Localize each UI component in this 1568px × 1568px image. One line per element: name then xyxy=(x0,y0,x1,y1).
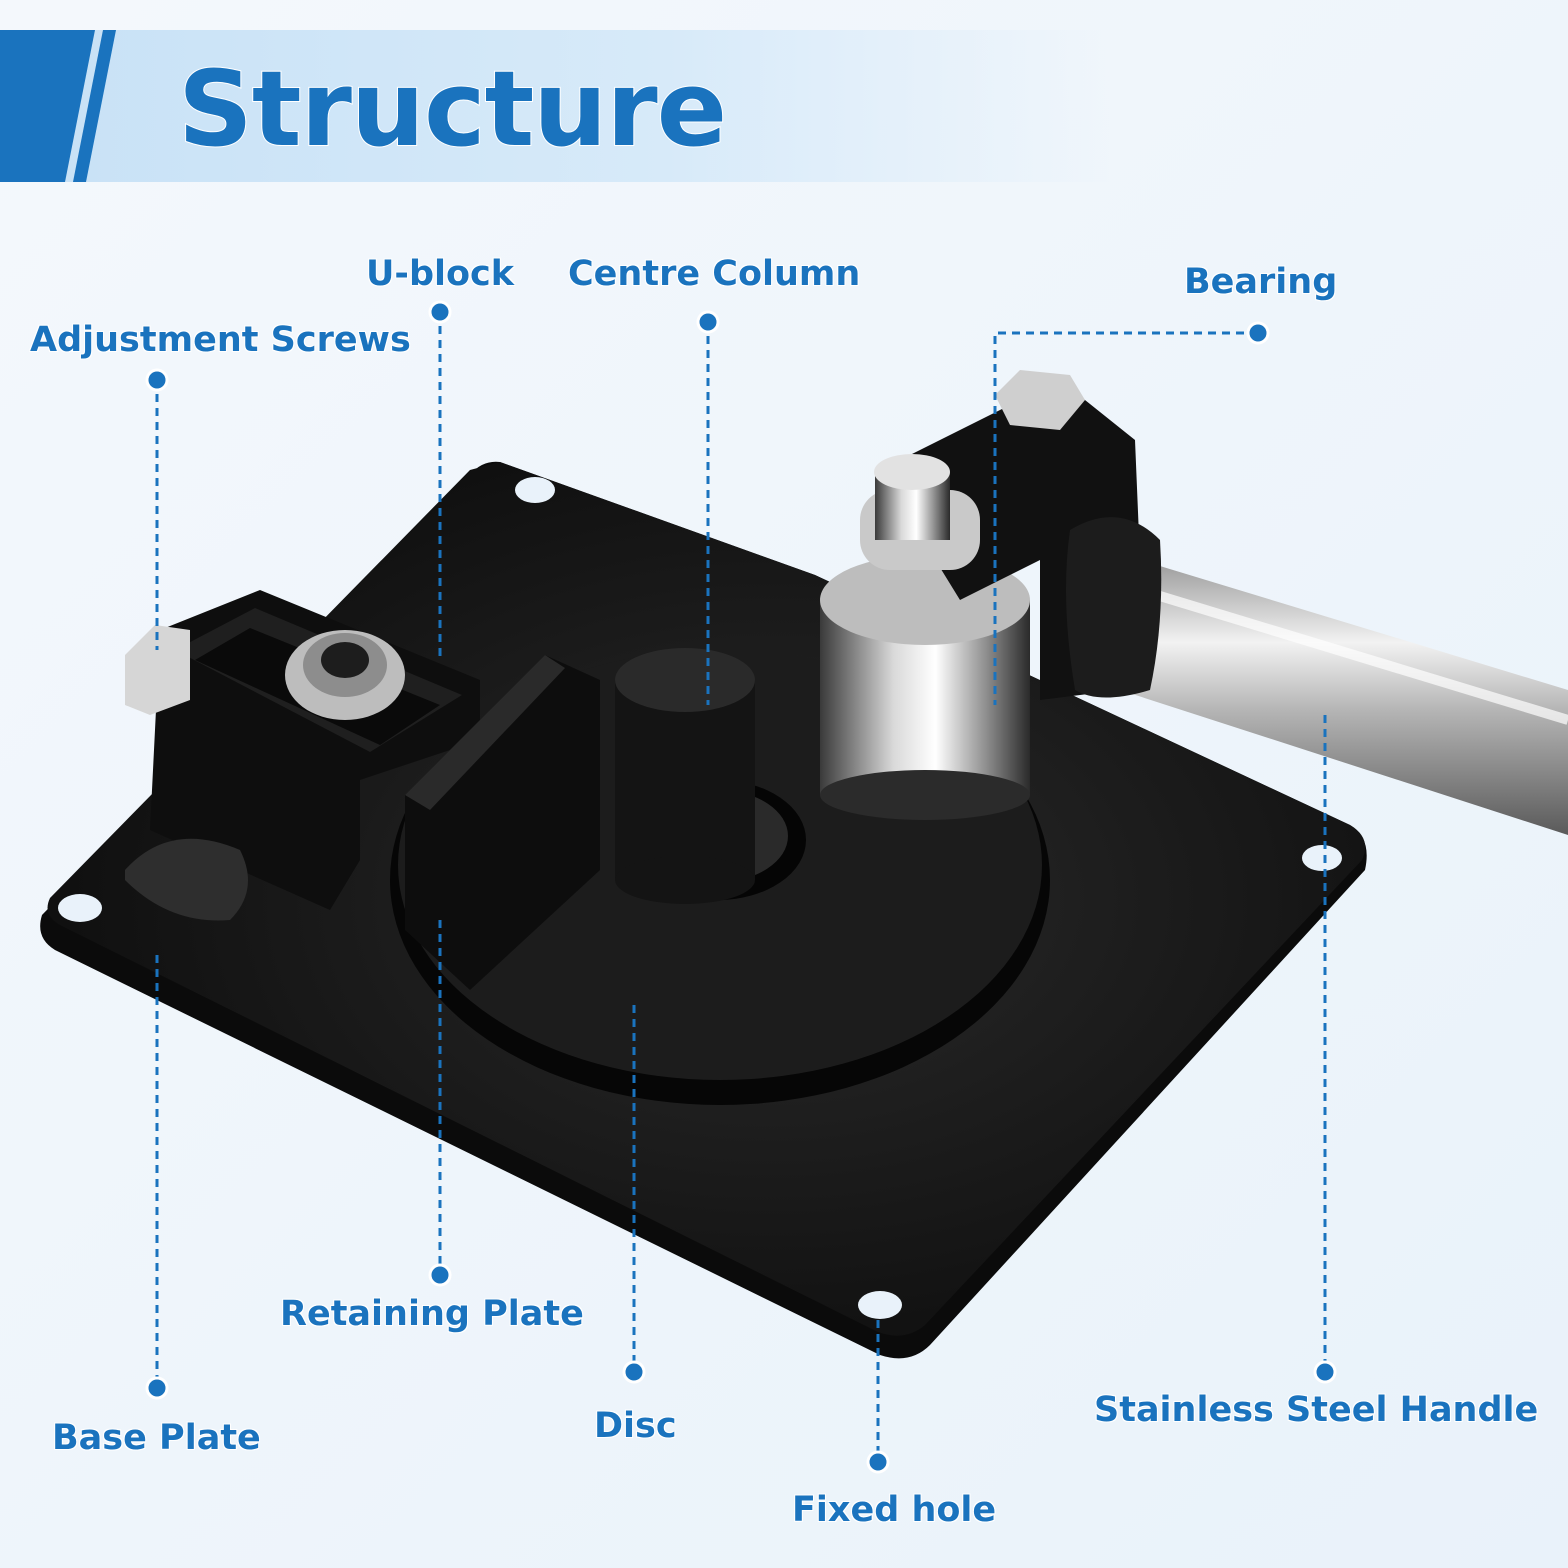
dot-centre-column xyxy=(696,310,720,334)
banner-accent-stripes xyxy=(0,30,1110,182)
leader-bearing xyxy=(993,331,1258,705)
callout-dots xyxy=(145,300,1337,1474)
page-title: Structure xyxy=(177,47,728,171)
retaining-plate xyxy=(405,655,600,990)
label-disc: Disc xyxy=(594,1406,677,1446)
label-u-block: U-block xyxy=(366,254,515,294)
label-adjustment-screws: Adjustment Screws xyxy=(30,320,411,360)
dot-disc xyxy=(622,1360,646,1384)
label-bearing: Bearing xyxy=(1184,262,1338,302)
fixed-holes xyxy=(58,477,1342,1319)
title-banner xyxy=(0,30,1110,182)
dot-u-block xyxy=(428,300,452,324)
dot-base-plate xyxy=(145,1376,169,1400)
weld-seams xyxy=(125,517,1162,921)
label-stainless-steel-handle: Stainless Steel Handle xyxy=(1094,1390,1539,1430)
centre-column xyxy=(615,648,806,904)
label-retaining-plate: Retaining Plate xyxy=(280,1294,584,1334)
fixed-hole-left xyxy=(58,894,102,922)
fixed-hole-top xyxy=(515,477,555,503)
dot-bearing xyxy=(1246,321,1270,345)
bearing xyxy=(820,370,1140,820)
dot-retaining-plate xyxy=(428,1263,452,1287)
dot-fixed-hole xyxy=(866,1450,890,1474)
dot-stainless-steel-handle xyxy=(1313,1360,1337,1384)
label-base-plate: Base Plate xyxy=(52,1418,261,1458)
label-fixed-hole: Fixed hole xyxy=(792,1490,997,1530)
u-block xyxy=(125,590,480,910)
label-centre-column: Centre Column xyxy=(568,254,861,294)
stainless-steel-handle xyxy=(1120,560,1568,835)
fixed-hole-right xyxy=(1302,845,1342,871)
fixed-hole-bottom xyxy=(858,1291,902,1319)
dot-adjustment-screws xyxy=(145,368,169,392)
callout-lines xyxy=(155,312,1327,1462)
